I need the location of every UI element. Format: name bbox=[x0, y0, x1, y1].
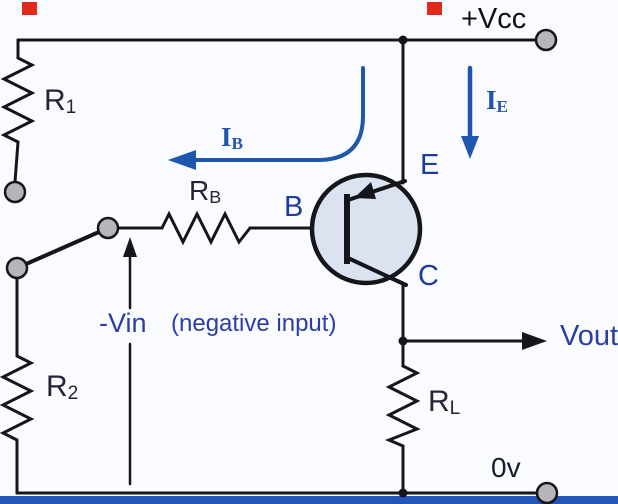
transistor-body bbox=[309, 172, 423, 286]
ib-arrowhead-icon bbox=[168, 150, 196, 170]
r1-terminal bbox=[3, 180, 27, 204]
vout-arrowhead-icon bbox=[522, 332, 547, 350]
vin-note-label: (negative input) bbox=[171, 310, 337, 337]
vcc-terminal bbox=[534, 28, 558, 52]
r1-label-sub: 1 bbox=[65, 97, 77, 119]
ground-label: 0v bbox=[491, 452, 521, 483]
collector-pin-label: C bbox=[418, 260, 439, 292]
vin-arrowhead-icon bbox=[123, 237, 137, 257]
ie-label: IE bbox=[486, 85, 509, 117]
junction-dot-vout bbox=[398, 336, 408, 346]
ie-label-sub: E bbox=[496, 97, 509, 117]
r2-label-main: R bbox=[46, 370, 68, 403]
rl-label: RL bbox=[428, 385, 461, 420]
vin-label: -Vin bbox=[99, 308, 147, 338]
switch-arm bbox=[15, 226, 110, 270]
vcc-label: +Vcc bbox=[461, 3, 527, 35]
bottom-divider-bar bbox=[0, 496, 618, 504]
r1-label-main: R bbox=[44, 84, 66, 117]
vout-label: Vout bbox=[560, 320, 618, 352]
rl-label-main: R bbox=[428, 385, 450, 418]
emitter-pin-label: E bbox=[420, 149, 440, 181]
ib-label: IB bbox=[221, 122, 244, 154]
resistor-rl bbox=[385, 364, 421, 448]
ib-label-main: I bbox=[221, 122, 232, 152]
ie-arrowhead-icon bbox=[461, 136, 479, 159]
resistor-rb bbox=[160, 210, 252, 246]
red-marker-right bbox=[427, 2, 442, 15]
r2-label-sub: 2 bbox=[67, 383, 79, 405]
red-marker-left bbox=[22, 2, 37, 15]
switch-contact-terminal bbox=[96, 216, 120, 240]
r1-label: R1 bbox=[44, 84, 77, 119]
base-pin-label: B bbox=[284, 191, 304, 223]
ie-label-main: I bbox=[486, 85, 497, 115]
ib-label-sub: B bbox=[231, 134, 244, 154]
r2-label: R2 bbox=[46, 370, 79, 405]
rb-label-sub: B bbox=[209, 187, 222, 208]
switch-pivot-terminal bbox=[5, 256, 29, 280]
junction-dot-bottom bbox=[398, 488, 408, 498]
rb-label-main: R bbox=[189, 175, 210, 206]
junction-dot-top bbox=[398, 35, 408, 45]
rb-label: RB bbox=[189, 175, 222, 208]
resistor-r1 bbox=[0, 56, 36, 144]
resistor-r2 bbox=[0, 354, 35, 442]
emitter-arrowhead-icon bbox=[354, 182, 376, 199]
transistor-collector-lead bbox=[346, 256, 408, 287]
rl-label-sub: L bbox=[449, 398, 461, 420]
ib-current-curve bbox=[174, 66, 365, 162]
r1-bottom-wire bbox=[13, 140, 20, 184]
ground-terminal bbox=[535, 481, 559, 504]
